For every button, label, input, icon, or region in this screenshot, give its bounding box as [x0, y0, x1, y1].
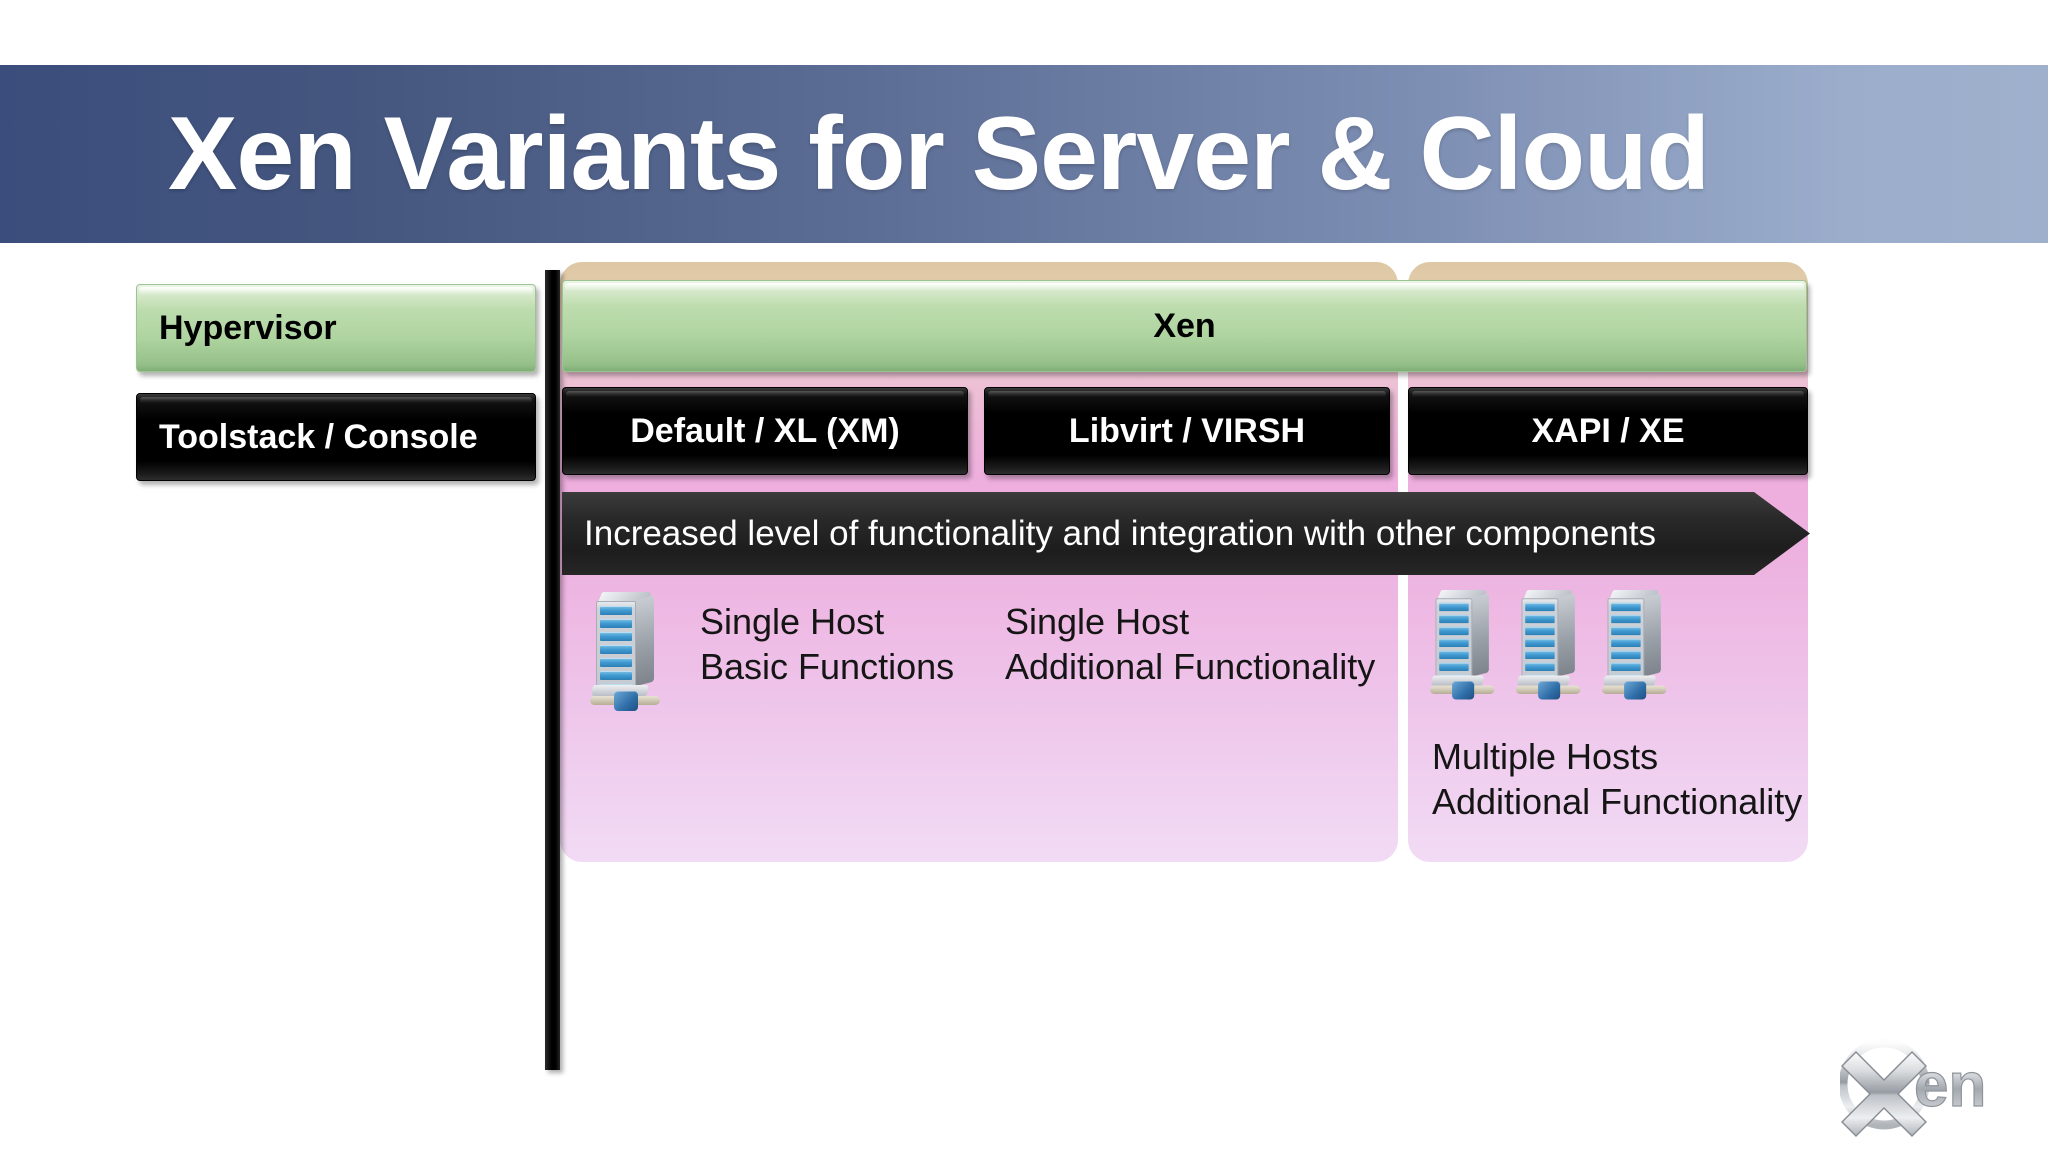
hypervisor-xen-bar: Xen — [562, 280, 1807, 372]
row-label-hypervisor: Hypervisor — [136, 284, 536, 372]
cell-default-xl-line1: Single Host — [700, 601, 885, 642]
server-side-panel — [1642, 593, 1661, 677]
page-title: Xen Variants for Server & Cloud — [168, 96, 1710, 212]
row-label-hypervisor-text: Hypervisor — [159, 308, 337, 347]
vertical-divider — [545, 270, 560, 1070]
row-label-toolstack-text: Toolstack / Console — [159, 417, 478, 456]
toolstack-box-libvirt-virsh[interactable]: Libvirt / VIRSH — [984, 387, 1390, 475]
row-label-toolstack: Toolstack / Console — [136, 393, 536, 481]
toolstack-box-xapi-xe-label: XAPI / XE — [1531, 411, 1685, 450]
server-icon — [590, 592, 662, 712]
cell-libvirt-line1: Single Host — [1005, 601, 1190, 642]
xen-logo-wordmark: en — [1913, 1050, 1987, 1120]
server-icon — [1602, 590, 1668, 700]
title-banner: Xen Variants for Server & Cloud — [0, 65, 2048, 243]
toolstack-box-default-xl[interactable]: Default / XL (XM) — [562, 387, 968, 475]
server-network-plug — [1538, 681, 1561, 700]
xen-logo-watermark: en — [1838, 1030, 2038, 1138]
svg-text:en: en — [1914, 1051, 1986, 1120]
server-front-bays — [1435, 598, 1473, 680]
server-side-panel — [634, 595, 654, 687]
toolstack-box-default-xl-label: Default / XL (XM) — [630, 411, 900, 450]
server-front-bays — [1607, 598, 1645, 680]
toolstack-box-xapi-xe[interactable]: XAPI / XE — [1408, 387, 1808, 475]
xen-logo-emblem — [1838, 1038, 1930, 1137]
server-icon-group-multiple — [1430, 590, 1674, 710]
cell-default-xl-description: Single Host Basic Functions — [700, 600, 954, 689]
functionality-arrow-banner: Increased level of functionality and int… — [562, 492, 1810, 575]
cell-libvirt-description: Single Host Additional Functionality — [1005, 600, 1375, 689]
server-network-plug — [614, 691, 638, 711]
server-icon — [1516, 590, 1582, 700]
server-network-plug — [1452, 681, 1475, 700]
toolstack-box-libvirt-virsh-label: Libvirt / VIRSH — [1068, 411, 1306, 450]
server-front-bays — [1521, 598, 1559, 680]
cell-default-xl-line2: Basic Functions — [700, 645, 955, 687]
hypervisor-xen-label: Xen — [1153, 306, 1216, 345]
server-side-panel — [1556, 593, 1575, 677]
functionality-arrow-text: Increased level of functionality and int… — [584, 513, 1657, 553]
server-icon — [1430, 590, 1496, 700]
server-side-panel — [1470, 593, 1489, 677]
cell-libvirt-line2: Additional Functionality — [1005, 645, 1376, 687]
server-icon-group-single — [590, 592, 662, 712]
server-front-bays — [596, 601, 636, 689]
cell-xapi-line2: Additional Functionality — [1432, 780, 1803, 822]
server-network-plug — [1624, 681, 1647, 700]
cell-xapi-line1: Multiple Hosts — [1432, 736, 1659, 777]
cell-xapi-description: Multiple Hosts Additional Functionality — [1432, 735, 1802, 824]
